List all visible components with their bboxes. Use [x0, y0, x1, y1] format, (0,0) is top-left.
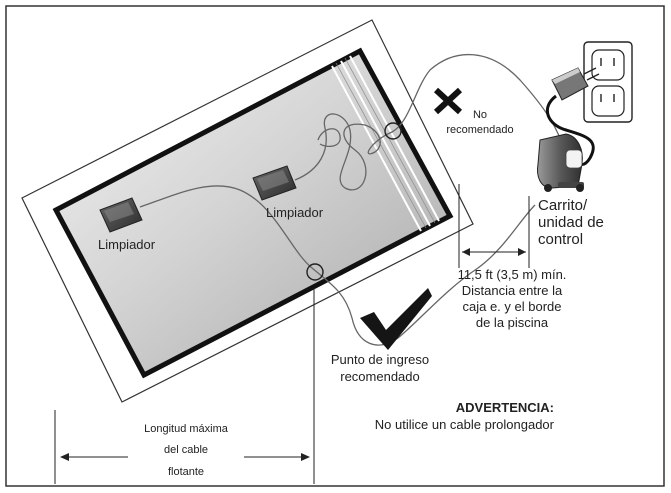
warning-title: ADVERTENCIA: [456, 400, 554, 415]
pool [52, 47, 454, 379]
warning-text: No utilice un cable prolongador [375, 417, 555, 432]
entry-point-not-recommended [384, 122, 402, 140]
cleaner-left [99, 197, 143, 233]
cart-label-line3: control [538, 231, 583, 248]
x-mark-icon [433, 87, 463, 115]
entry-label-line2: recomendado [340, 369, 420, 384]
cable-length-label-line3: flotante [168, 466, 204, 478]
wall-outlet-icon [583, 41, 633, 123]
power-adapter-icon [551, 67, 600, 101]
distance-label-line1: 11,5 ft (3,5 m) mín. [458, 267, 567, 282]
cleaner-middle-label: Limpiador [266, 205, 324, 220]
not-recommended-label-line1: No [473, 109, 487, 121]
cable-length-dimension [54, 288, 315, 484]
entry-point-recommended [306, 263, 324, 281]
not-recommended-label-line2: recomendado [446, 124, 513, 136]
distance-label-line4: de la piscina [476, 315, 549, 330]
distance-label-line3: caja e. y el borde [462, 299, 561, 314]
cable-length-label-line1: Longitud máxima [144, 423, 229, 435]
entry-label-line1: Punto de ingreso [331, 352, 429, 367]
cleaner-left-label: Limpiador [98, 237, 156, 252]
check-mark-icon [360, 288, 432, 350]
cart-label-line2: unidad de [538, 214, 604, 231]
control-unit-cart-icon [537, 133, 584, 192]
cart-label-line1: Carrito/ [538, 197, 588, 214]
cables [139, 53, 566, 346]
distance-label-line2: Distancia entre la [462, 283, 563, 298]
distance-dimension [458, 184, 530, 268]
cable-length-label-line2: del cable [164, 444, 208, 456]
cleaner-middle [252, 165, 297, 201]
